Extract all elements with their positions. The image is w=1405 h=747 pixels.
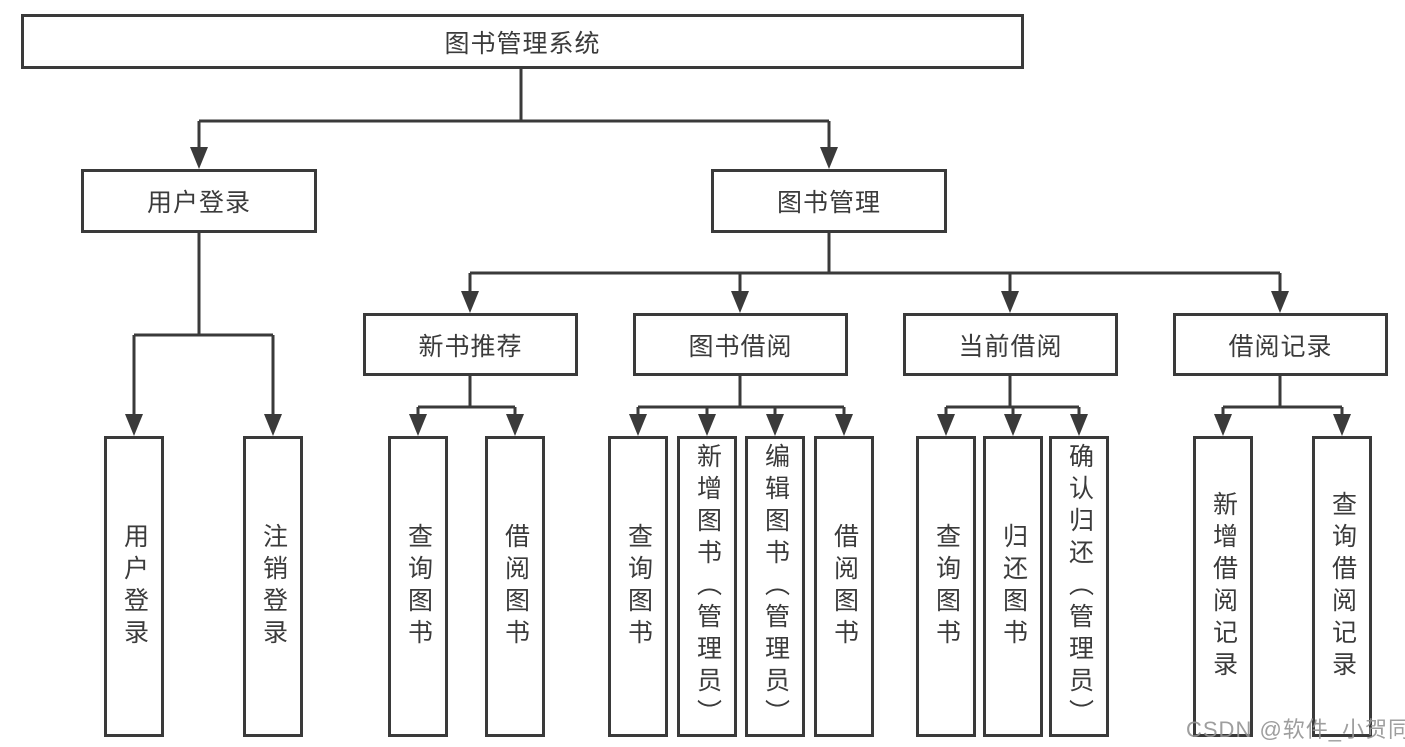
arrow-down-icon [1214,414,1232,436]
connector-new-book-recommend-children [409,376,524,436]
leaf-label: 注销登录 [259,522,288,651]
leaf-label: 确认归还（管理员） [1065,442,1094,731]
connector-borrowing-records-children [1214,376,1351,436]
connector-user-login-children [125,233,282,436]
leaf-nb-borrow-books: 借阅图书 [485,436,545,737]
leaf-logout-login: 注销登录 [243,436,303,737]
leaf-label: 新增图书（管理员） [693,442,722,731]
leaf-label: 编辑图书（管理员） [761,442,790,731]
connector-book-management-children [461,233,1289,313]
leaf-cb-return-books: 归还图书 [983,436,1043,737]
arrow-down-icon [820,147,838,169]
node-user-login: 用户登录 [81,169,317,233]
arrow-down-icon [125,414,143,436]
leaf-label: 查询图书 [404,522,433,651]
leaf-nb-query-books: 查询图书 [388,436,448,737]
arrow-down-icon [409,414,427,436]
leaf-label: 新增借阅记录 [1209,490,1238,683]
leaf-cb-confirm-return-admin: 确认归还（管理员） [1049,436,1109,737]
arrow-down-icon [1271,291,1289,313]
arrow-down-icon [461,291,479,313]
node-borrowing-records: 借阅记录 [1173,313,1388,376]
arrow-down-icon [1070,414,1088,436]
arrow-down-icon [731,291,749,313]
arrow-down-icon [506,414,524,436]
arrow-down-icon [1004,414,1022,436]
watermark: CSDN @软件_小贺同学 [1186,717,1405,742]
leaf-user-login: 用户登录 [104,436,164,737]
leaf-label: 查询图书 [624,522,653,651]
connector-root-to-level2 [190,69,838,169]
connector-book-borrowing-children [629,376,853,436]
arrow-down-icon [190,147,208,169]
leaf-bb-query-books: 查询图书 [608,436,668,737]
leaf-br-query-record: 查询借阅记录 [1312,436,1372,737]
arrow-down-icon [835,414,853,436]
arrow-down-icon [766,414,784,436]
leaf-bb-borrow-books: 借阅图书 [814,436,874,737]
leaf-bb-edit-books-admin: 编辑图书（管理员） [745,436,805,737]
node-current-borrowing: 当前借阅 [903,313,1118,376]
arrow-down-icon [698,414,716,436]
leaf-cb-query-books: 查询图书 [916,436,976,737]
node-book-management: 图书管理 [711,169,947,233]
leaf-label: 查询借阅记录 [1328,490,1357,683]
node-root: 图书管理系统 [21,14,1024,69]
leaf-label: 归还图书 [999,522,1028,651]
leaf-label: 用户登录 [120,522,149,651]
connector-current-borrowing-children [937,376,1088,436]
leaf-label: 借阅图书 [830,522,859,651]
arrow-down-icon [629,414,647,436]
node-book-borrowing: 图书借阅 [633,313,848,376]
leaf-label: 借阅图书 [501,522,530,651]
arrow-down-icon [937,414,955,436]
arrow-down-icon [264,414,282,436]
node-new-book-recommend: 新书推荐 [363,313,578,376]
arrow-down-icon [1333,414,1351,436]
arrow-down-icon [1001,291,1019,313]
leaf-br-add-record: 新增借阅记录 [1193,436,1253,737]
leaf-label: 查询图书 [932,522,961,651]
leaf-bb-add-books-admin: 新增图书（管理员） [677,436,737,737]
